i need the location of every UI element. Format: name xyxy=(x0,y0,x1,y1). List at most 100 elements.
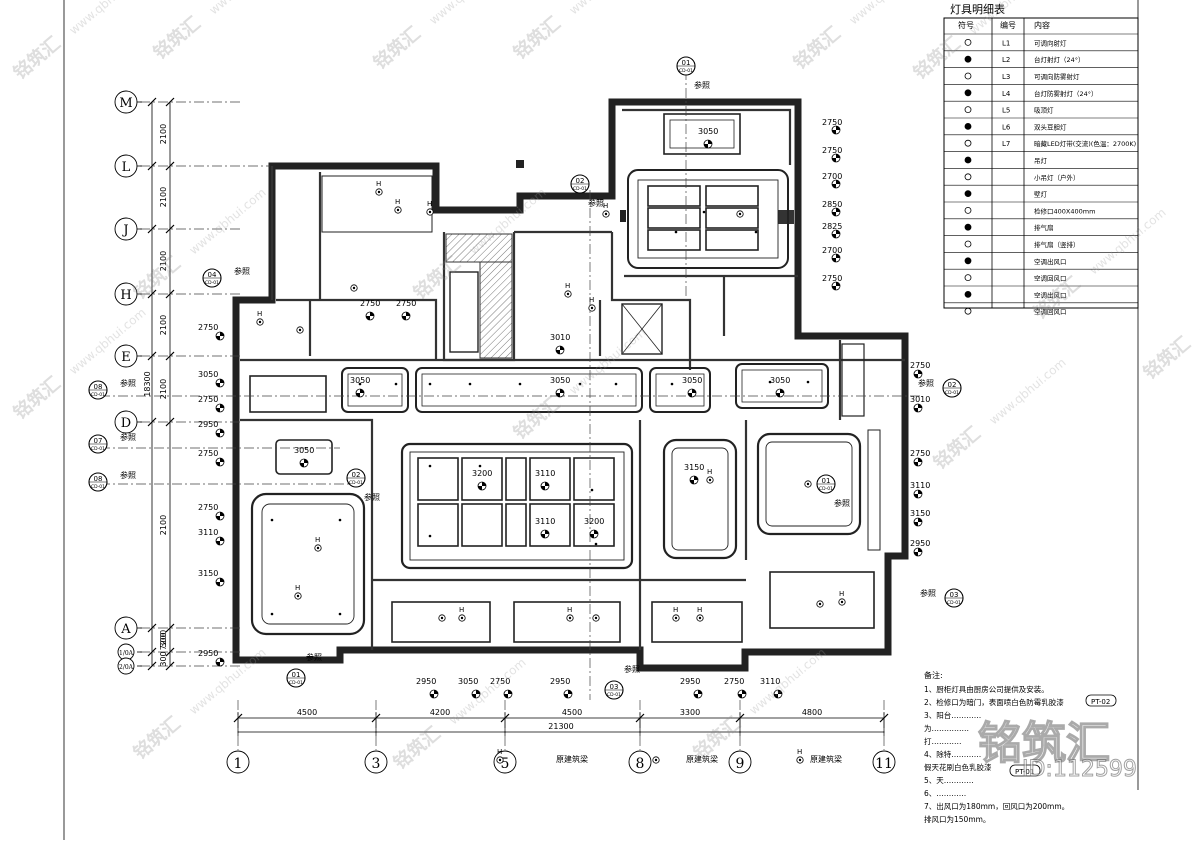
fixture-dot xyxy=(670,382,674,386)
fixture-code: H xyxy=(839,590,844,598)
height-symbol-fill xyxy=(216,458,224,466)
fixture-dot xyxy=(258,320,262,324)
legend-text: 空调回风口 xyxy=(1034,274,1067,283)
exterior-walls xyxy=(232,98,909,672)
legend-text: 排气扇（竖排） xyxy=(1034,240,1080,249)
svg-text:铭筑汇: 铭筑汇 xyxy=(978,718,1110,769)
svg-text:PT-01: PT-01 xyxy=(1015,768,1034,776)
ref-label: 参照 xyxy=(694,80,710,90)
note-line: 5、天………… xyxy=(924,776,974,785)
fixture-code: H xyxy=(427,200,432,208)
dim-tick xyxy=(165,224,175,234)
ref-number: 03 xyxy=(610,683,619,691)
height-symbol-fill xyxy=(776,389,784,397)
axis-label: 9 xyxy=(736,756,745,772)
height-label: 2750 xyxy=(360,299,380,308)
dim-tick xyxy=(165,161,175,171)
col-bubble-11: 11 xyxy=(872,750,896,774)
legend-header-symbol: 符号 xyxy=(958,20,974,30)
fixture-dot xyxy=(594,616,598,620)
col-bubble-1: 1 xyxy=(226,750,250,774)
legend-symbol xyxy=(964,274,972,282)
axis-bubble xyxy=(226,750,250,774)
fixture-code: H xyxy=(565,282,570,290)
height-label: 2950 xyxy=(198,420,218,429)
fixture-dot xyxy=(270,612,274,616)
axis-label: A xyxy=(120,622,131,637)
ref-sheet: CD-01 xyxy=(91,392,105,398)
ceiling-height: 2750 xyxy=(822,118,842,135)
axis-label: E xyxy=(121,350,131,365)
ceiling-height: 2700 xyxy=(822,172,842,189)
legend-header-code: 编号 xyxy=(1000,20,1016,30)
height-label: 3050 xyxy=(770,376,790,385)
note-tag-pt02: PT-02 xyxy=(1085,694,1117,707)
ceiling-height: 3050 xyxy=(198,370,225,388)
legend-row-15: 空调回风口 xyxy=(964,274,1067,283)
fixture-dot xyxy=(377,190,381,194)
fixture-code: H xyxy=(395,198,400,206)
fixture-symbol: H xyxy=(564,282,572,298)
fixture-code: H xyxy=(567,606,572,614)
note-line: 2、检修口为暗门，表面喷白色防霉乳胶漆 xyxy=(924,697,1064,707)
ceiling-height: 3050 xyxy=(550,376,570,398)
fixture-dot xyxy=(394,382,398,386)
fixture-dot xyxy=(754,230,758,234)
ceiling-height: 2750 xyxy=(490,677,513,699)
ref-sheet: CD-01 xyxy=(573,186,587,192)
fixture-dot xyxy=(654,758,658,762)
height-symbol-fill xyxy=(738,690,746,698)
note-line: 7、出风口为180mm，回风口为200mm。 xyxy=(924,801,1069,811)
fixture-dot xyxy=(428,382,432,386)
axis-label: H xyxy=(120,288,131,303)
height-symbol-fill xyxy=(914,404,922,412)
fixture-symbol: H xyxy=(602,202,610,218)
ceiling-height: 3010 xyxy=(550,333,570,355)
height-label: 3110 xyxy=(535,469,555,478)
ceiling-height: 3110 xyxy=(535,517,555,539)
row-bubble-D: D xyxy=(114,410,142,434)
fixture-code: H xyxy=(459,606,464,614)
row-bubble-J: J xyxy=(114,217,142,241)
legend-code: L5 xyxy=(1002,107,1010,115)
ceiling-height: 2750 xyxy=(822,274,842,291)
ref-sheet: CD-01 xyxy=(349,480,363,486)
height-symbol-fill xyxy=(832,154,840,162)
height-symbol-fill xyxy=(564,690,572,698)
ceiling-height: 2750 xyxy=(198,449,225,467)
height-symbol-fill xyxy=(832,254,840,262)
ref-label: 参照 xyxy=(120,470,136,480)
fixture-symbol: H xyxy=(375,180,383,196)
fixture-code: H xyxy=(497,748,502,756)
height-label: 3150 xyxy=(910,509,930,518)
fixture-symbol: H xyxy=(696,606,704,622)
fixture-dot xyxy=(270,518,274,522)
height-symbol-fill xyxy=(366,312,374,320)
fixture-dot xyxy=(338,518,342,522)
ref-label: 参照 xyxy=(120,378,136,388)
fixture-dot xyxy=(578,382,582,386)
fixture-symbol xyxy=(438,614,446,622)
legend-symbol xyxy=(964,72,972,80)
note-lines: 1、厨柜灯具由厨房公司提供及安装。2、检修口为暗门，表面喷白色防霉乳胶漆3、阳台… xyxy=(924,684,1069,824)
legend-header-content: 内容 xyxy=(1034,20,1050,30)
height-label: 2750 xyxy=(822,274,842,283)
ref-sheet: CD-01 xyxy=(91,484,105,490)
height-label: 3010 xyxy=(910,395,930,404)
left-dim-label: 2100 xyxy=(159,315,168,335)
ref-sheet: CD-01 xyxy=(289,680,303,686)
note-line: 为…………… xyxy=(924,723,969,733)
